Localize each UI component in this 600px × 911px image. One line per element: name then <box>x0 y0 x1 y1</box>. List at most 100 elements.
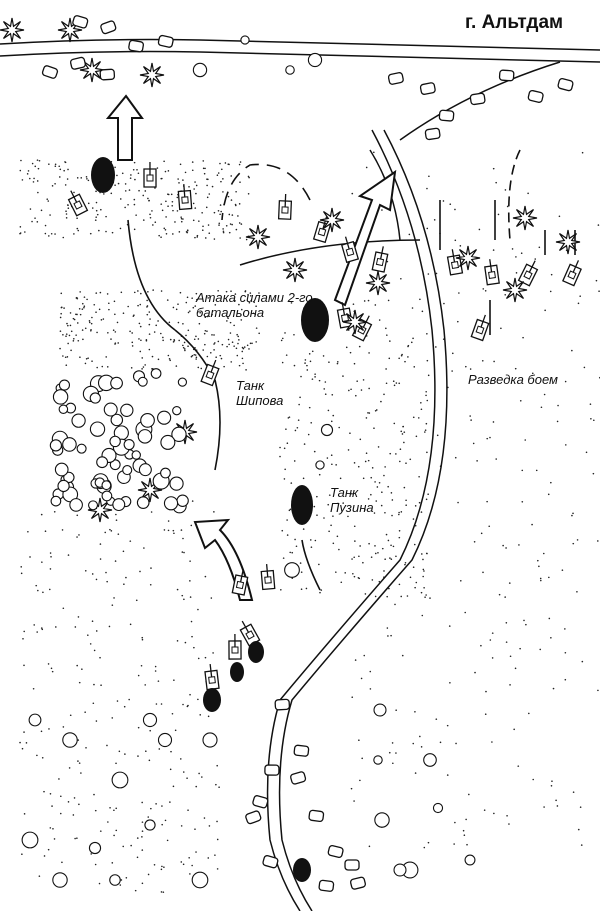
stipple-dot <box>310 546 313 548</box>
stipple-dot <box>290 302 293 304</box>
stipple-dot <box>238 339 240 341</box>
stipple-dot <box>220 210 222 213</box>
stipple-dot <box>540 579 542 582</box>
stipple-dot <box>218 224 220 226</box>
stipple-dot <box>365 166 368 169</box>
stipple-dot <box>481 359 484 362</box>
stipple-dot <box>83 296 86 298</box>
stipple-dot <box>122 550 125 553</box>
stipple-dot <box>463 834 466 837</box>
stipple-dot <box>204 316 207 319</box>
stipple-dot <box>300 571 303 573</box>
stipple-dot <box>157 680 160 682</box>
stipple-dot <box>286 442 289 444</box>
stipple-dot <box>106 366 109 368</box>
stipple-dot <box>384 558 386 561</box>
stipple-dot <box>332 515 334 517</box>
stipple-dot <box>203 332 206 335</box>
stipple-dot <box>115 513 117 516</box>
stipple-dot <box>142 366 145 368</box>
stipple-dot <box>193 646 195 649</box>
stipple-dot <box>204 575 207 578</box>
explosion-icon <box>555 229 581 255</box>
stipple-dot <box>519 399 522 402</box>
stipple-dot <box>480 532 483 535</box>
stipple-dot <box>109 528 111 531</box>
stipple-dot <box>19 169 22 172</box>
stipple-dot <box>111 604 114 606</box>
bush-icon <box>144 819 156 831</box>
stipple-dot <box>25 742 28 744</box>
stipple-dot <box>311 350 314 353</box>
stipple-dot <box>229 332 232 334</box>
stipple-dot <box>186 229 189 232</box>
stipple-dot <box>483 809 486 811</box>
stipple-dot <box>336 535 339 538</box>
stipple-dot <box>293 333 295 336</box>
stipple-dot <box>294 429 297 432</box>
tank-icon <box>239 620 261 647</box>
stipple-dot <box>235 190 237 193</box>
tank-turret <box>345 247 355 257</box>
stipple-dot <box>197 338 200 340</box>
stipple-dot <box>85 176 88 178</box>
stipple-dot <box>151 355 154 358</box>
stipple-dot <box>509 684 511 686</box>
stipple-dot <box>362 379 365 381</box>
stipple-dot <box>218 786 220 788</box>
stipple-dot <box>190 524 193 527</box>
stipple-dot <box>129 330 131 333</box>
stipple-dot <box>371 467 374 469</box>
stipple-dot <box>338 548 340 551</box>
stipple-dot <box>137 726 140 729</box>
stipple-dot <box>521 469 524 472</box>
stipple-dot <box>407 356 409 358</box>
stipple-dot <box>247 175 250 178</box>
stipple-dot <box>59 330 62 332</box>
stipple-dot <box>462 829 465 832</box>
stipple-dot <box>407 345 409 348</box>
stipple-dot <box>395 382 398 384</box>
stipple-dot <box>242 347 245 350</box>
stipple-dot <box>585 451 588 454</box>
stipple-dot <box>113 834 115 837</box>
stipple-dot <box>189 596 192 598</box>
stipple-dot <box>428 175 430 178</box>
stipple-dot <box>51 185 54 187</box>
stipple-dot <box>412 416 415 419</box>
stipple-dot <box>73 797 76 799</box>
tank-icon <box>371 246 389 273</box>
stipple-dot <box>293 364 296 367</box>
stipple-dot <box>492 249 495 251</box>
stipple-dot <box>327 503 330 506</box>
stipple-dot <box>177 321 180 324</box>
stipple-dot <box>95 292 98 294</box>
stipple-dot <box>400 354 403 357</box>
stipple-dot <box>149 729 152 732</box>
stipple-dot <box>405 504 407 507</box>
stipple-dot <box>19 741 21 744</box>
stipple-dot <box>163 160 165 163</box>
tank-icon <box>200 359 220 387</box>
stipple-dot <box>509 655 512 658</box>
house-icon <box>72 15 89 29</box>
stipple-dot <box>532 778 534 781</box>
stipple-dot <box>87 179 90 182</box>
stipple-dot <box>36 754 38 757</box>
stipple-dot <box>163 227 166 230</box>
stipple-dot <box>362 477 365 480</box>
stipple-dot <box>49 827 52 829</box>
stipple-dot <box>543 393 546 396</box>
stipple-dot <box>336 361 339 363</box>
stipple-dot <box>208 193 211 195</box>
stipple-dot <box>110 192 113 195</box>
stipple-dot <box>99 558 102 560</box>
stipple-dot <box>90 329 92 331</box>
stipple-dot <box>129 177 132 179</box>
stipple-dot <box>131 345 134 347</box>
stipple-dot <box>373 512 376 514</box>
stipple-dot <box>319 591 321 594</box>
stipple-dot <box>281 337 284 340</box>
stipple-dot <box>389 340 391 342</box>
stipple-dot <box>531 372 534 375</box>
